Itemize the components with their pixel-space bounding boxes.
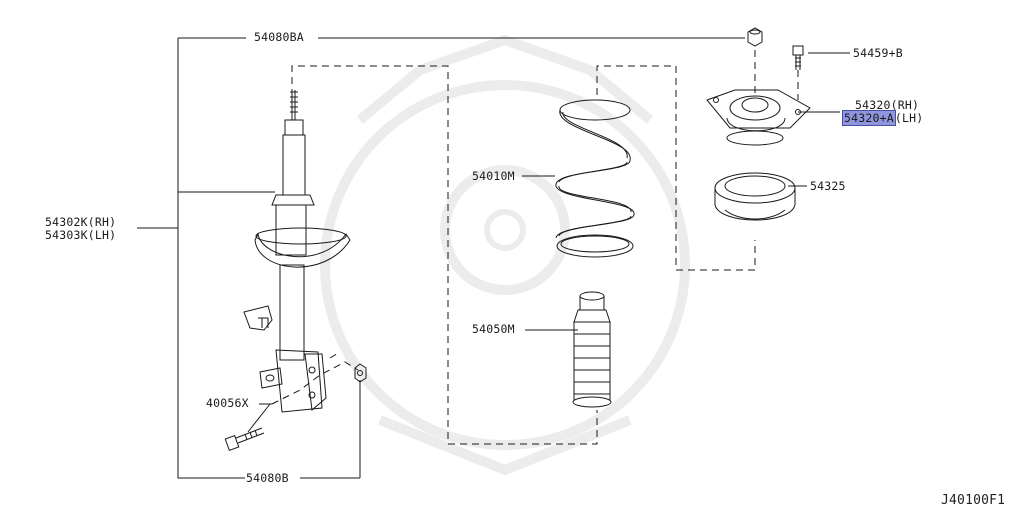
coil-spring bbox=[555, 99, 635, 258]
leader-lines bbox=[137, 37, 850, 479]
mount-lh-suffix: (LH) bbox=[894, 111, 924, 125]
knuckle-bolt bbox=[224, 427, 265, 451]
label-bearing[interactable]: 54325 bbox=[810, 179, 846, 193]
watermark-emblem bbox=[320, 34, 690, 476]
label-nut[interactable]: 54080B bbox=[246, 471, 289, 485]
label-strut-lh[interactable]: 54303K(LH) bbox=[45, 228, 117, 242]
label-knuckle-bolt[interactable]: 40056X bbox=[206, 396, 249, 410]
label-mount-bolt[interactable]: 54459+B bbox=[853, 46, 903, 60]
label-mount-rh[interactable]: 54320(RH) bbox=[855, 98, 920, 112]
dashed-assembly-lines bbox=[271, 50, 799, 445]
diagram-code: J40100F1 bbox=[941, 493, 1006, 508]
mount-bolt bbox=[792, 45, 804, 70]
label-spring[interactable]: 54010M bbox=[472, 169, 515, 183]
bearing bbox=[714, 172, 796, 221]
label-bump-stop[interactable]: 54050M bbox=[472, 322, 515, 336]
strut-nut bbox=[354, 363, 367, 383]
top-nut bbox=[747, 27, 763, 47]
strut-assembly bbox=[243, 90, 351, 413]
bump-stop bbox=[572, 291, 612, 408]
label-strut-rh[interactable]: 54302K(RH) bbox=[45, 215, 117, 229]
label-mount-lh[interactable]: 54320+A(LH) bbox=[842, 110, 924, 126]
label-strut-bolt-kit[interactable]: 54080BA bbox=[254, 30, 304, 44]
strut-mount bbox=[706, 89, 811, 146]
mount-lh-highlight[interactable]: 54320+A bbox=[842, 110, 896, 126]
